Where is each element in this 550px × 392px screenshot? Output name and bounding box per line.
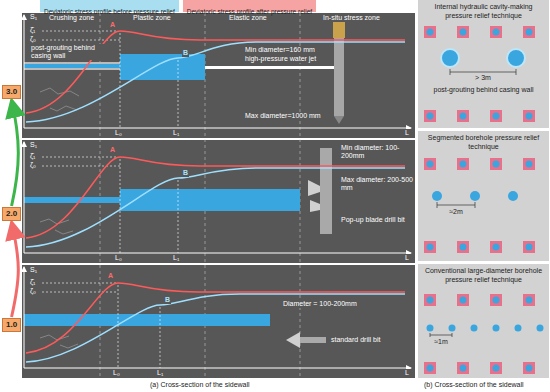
figure-label: Min diameter=160 mm	[244, 46, 316, 54]
progress-arrow	[12, 100, 19, 206]
panel-note: ≈2m	[436, 208, 476, 217]
panel-note: ≈1m	[421, 338, 461, 347]
figure-label: L	[404, 129, 410, 137]
borehole	[24, 314, 270, 326]
step-label-box: 1.0	[2, 318, 21, 332]
panel-note: > 3m	[463, 74, 503, 83]
figure-label: ζ̄₁	[29, 152, 36, 160]
figure-label: L₁	[172, 254, 180, 262]
figure-label: S₁	[29, 141, 38, 149]
figure-label: In-situ stress zone	[322, 14, 381, 22]
borehole	[24, 64, 120, 68]
progress-arrow	[12, 222, 19, 317]
panel-title: Segmented borehole pressure relief techn…	[421, 134, 546, 151]
borehole	[24, 197, 120, 203]
panel-title: Conventional large-diameter borehole pre…	[421, 267, 546, 284]
figure-label: A	[107, 272, 114, 280]
figure-label: A	[109, 21, 116, 29]
figure-label: L₁	[156, 369, 164, 377]
legend-swatch: Deviatoric stress profile before pressur…	[40, 0, 179, 12]
rock-panel	[22, 140, 415, 263]
figure-label: ζ̄₁	[29, 26, 36, 34]
figure-label: A	[109, 146, 116, 154]
figure-label: post-grouting behind casing wall	[30, 44, 112, 60]
figure-label: L₀	[112, 369, 121, 377]
figure-label: L	[404, 254, 410, 262]
figure-label: Plastic zone	[132, 14, 172, 22]
figure-label: Max diameter=1000 mm	[244, 112, 322, 120]
figure-label: ζ̄₁	[29, 278, 36, 286]
technique-panel: Internal hydraulic cavity-making pressur…	[418, 0, 549, 128]
panel-title: 3.0	[6, 87, 17, 96]
figure-label: standard drill bit	[330, 336, 381, 344]
figure-label: S₁	[29, 13, 38, 21]
figure-label: Pop-up blade drill bit	[340, 216, 414, 224]
plan-panel	[418, 264, 549, 378]
casing	[24, 62, 120, 70]
step-label-box: 2.0	[2, 207, 21, 221]
panel-title: 1.0	[6, 320, 17, 329]
figure-label: L₀	[114, 129, 123, 137]
figure-label: Crushing zone	[48, 14, 95, 22]
figure-label: Diameter = 100-200mm	[282, 300, 358, 308]
technique-panel: Conventional large-diameter borehole pre…	[418, 264, 549, 378]
figure-label: Max diameter: 200-500 mm	[340, 176, 414, 192]
cavity	[120, 54, 205, 80]
rock-cracks	[40, 88, 79, 348]
figure-label: B	[182, 49, 189, 57]
stress-plot	[24, 15, 411, 128]
figure-label: S₁	[29, 266, 38, 274]
water-jet	[205, 66, 334, 69]
panel-note: post-grouting behind casing wall	[421, 86, 546, 95]
caption-label: (b) Cross-section of the sidewall	[424, 381, 524, 389]
figure-label: B	[164, 296, 171, 304]
figure-label: ζ₀	[29, 35, 37, 43]
technique-panel: Segmented borehole pressure relief techn…	[418, 131, 549, 261]
figure-label: Min diameter: 100-200mm	[340, 144, 414, 160]
pop-up-drill	[308, 148, 332, 234]
legend-swatch: Deviatoric stress profile after pressure…	[183, 0, 316, 12]
step-label-box: 3.0	[2, 85, 21, 99]
stress-plot	[24, 267, 411, 368]
figure-label: high-pressure water jet	[244, 55, 317, 63]
figure-label: Elastic zone	[228, 14, 268, 22]
rock-panel	[22, 265, 415, 378]
figure-label: ζ₀	[29, 287, 37, 295]
panel-title: Internal hydraulic cavity-making pressur…	[421, 3, 546, 20]
figure-label: L₁	[172, 129, 180, 137]
caption-label: (a) Cross-section of the sidewall	[150, 381, 250, 389]
figure-label: L	[404, 369, 410, 377]
rock-panel	[22, 13, 415, 138]
plan-panel	[418, 0, 549, 128]
figure-label: ζ₀	[29, 161, 37, 169]
figure-label: L₀	[114, 254, 123, 262]
nozzle-tool	[333, 20, 345, 124]
panel-title: 2.0	[6, 209, 17, 218]
roadway-grid	[424, 26, 535, 374]
figure-label: B	[182, 169, 189, 177]
plan-panel	[418, 131, 549, 261]
standard-drill	[286, 332, 326, 348]
